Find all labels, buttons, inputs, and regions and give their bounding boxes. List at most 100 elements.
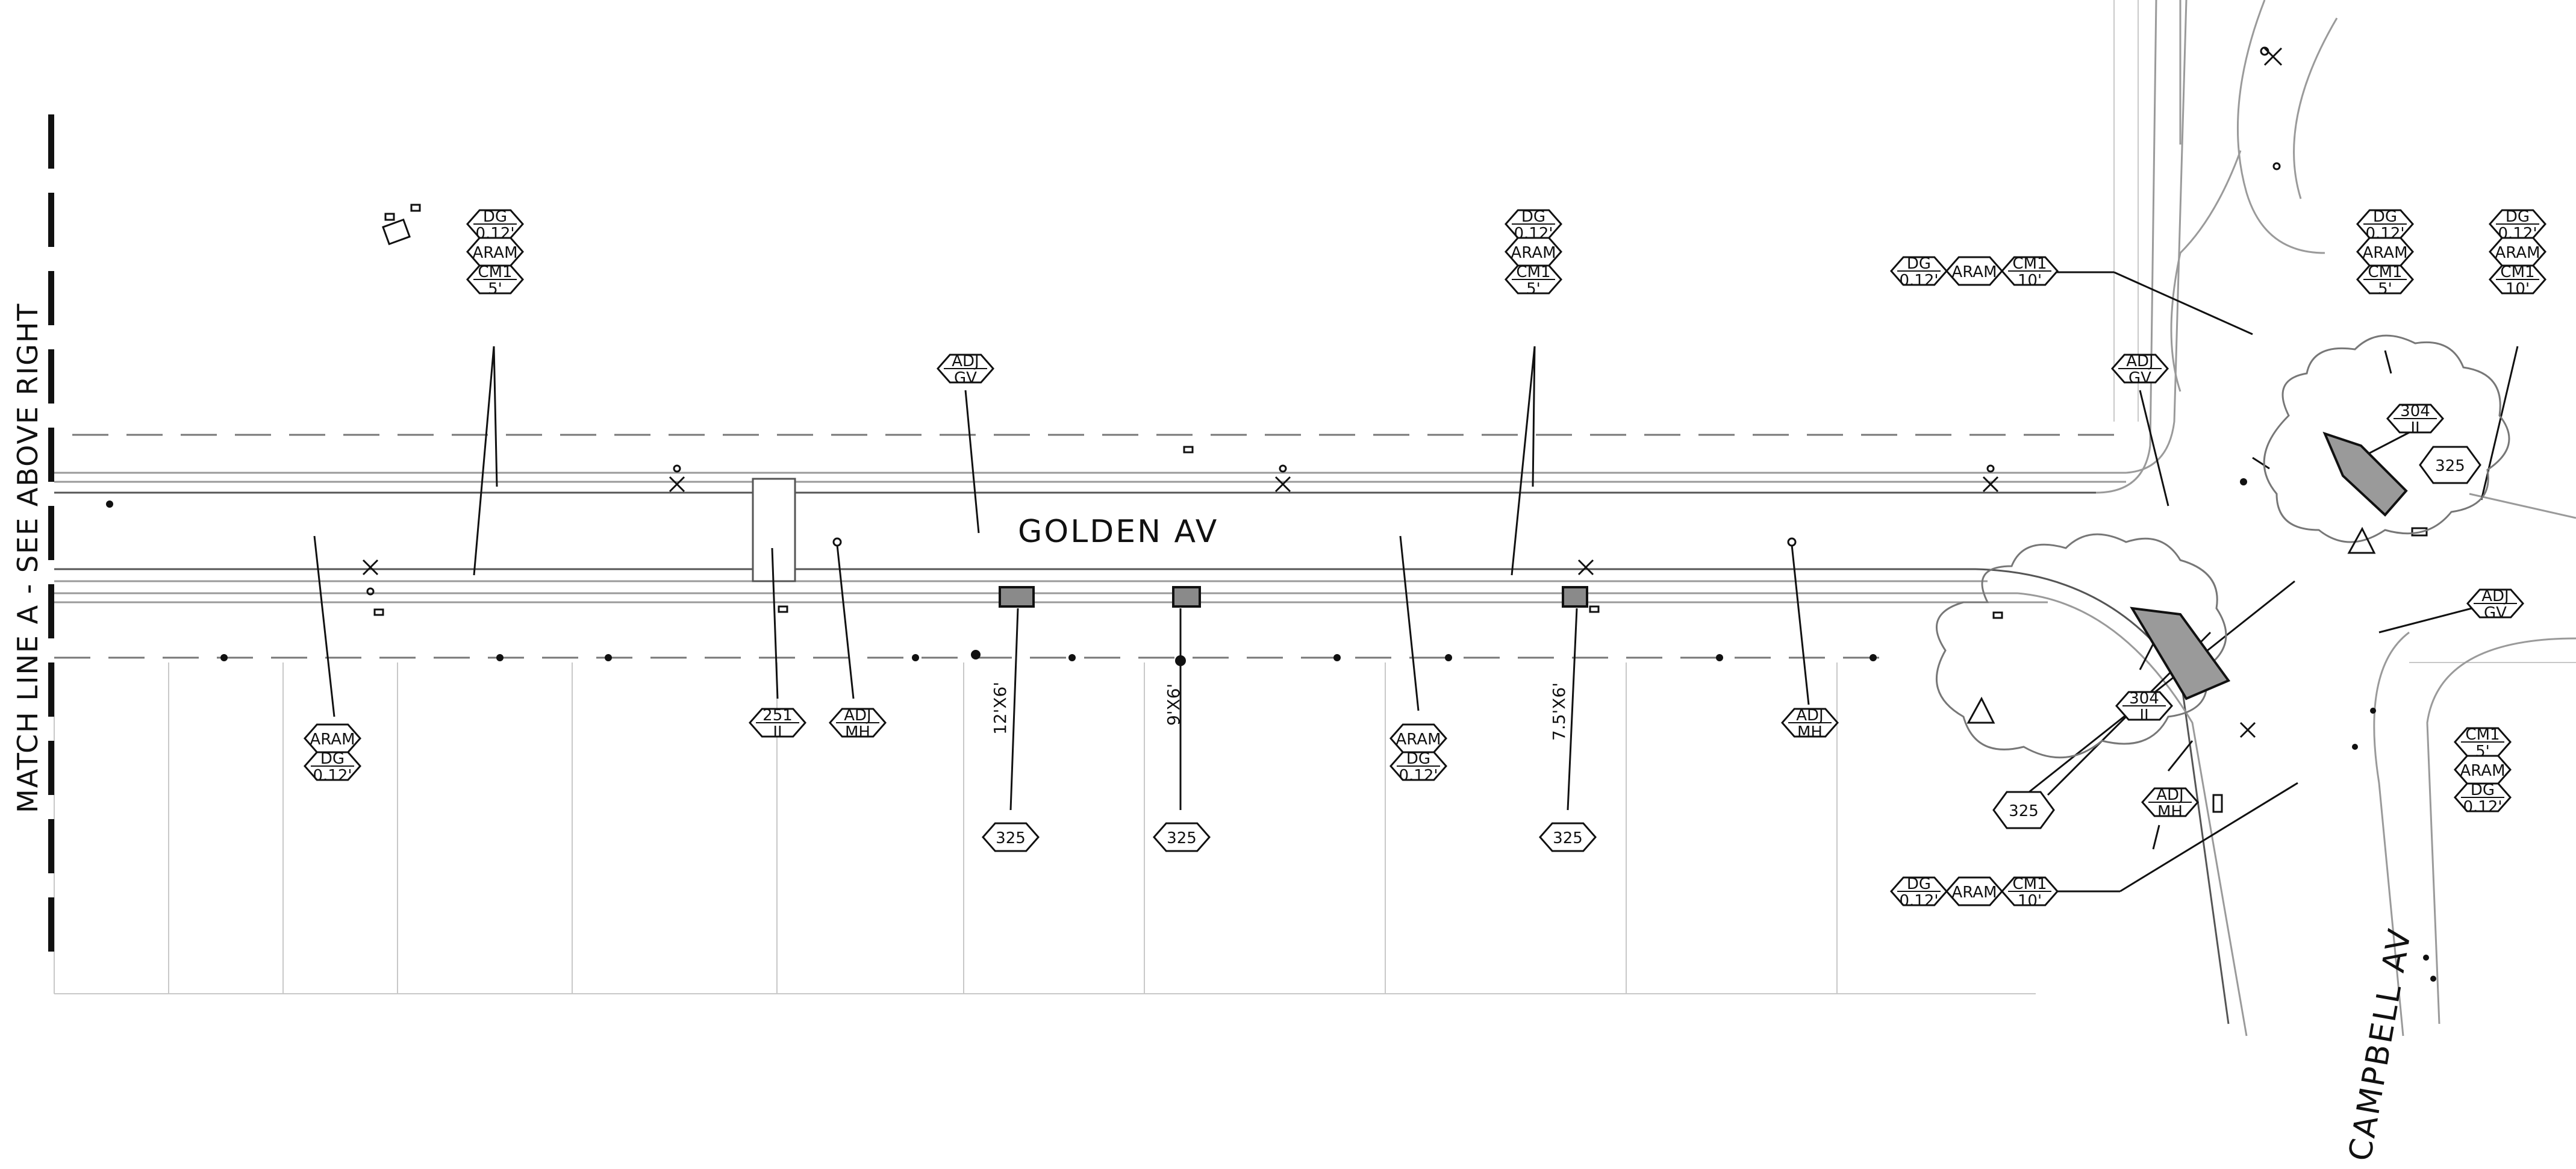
leader-lines bbox=[313, 271, 2519, 893]
detail-325-tag: 325 bbox=[982, 822, 1040, 852]
tag-text: 10' bbox=[2018, 892, 2042, 910]
tag-text: ARAM bbox=[1511, 244, 1556, 262]
inlet-box bbox=[1562, 586, 1588, 608]
tag-text: ADJ bbox=[2156, 786, 2183, 804]
tag-text: MH bbox=[1797, 723, 1823, 741]
tag-text: GV bbox=[2484, 604, 2507, 622]
street-label-golden: GOLDEN AV bbox=[1018, 514, 1218, 550]
tag-stack-aram-dg: DG0.12' bbox=[304, 750, 361, 785]
tag-stack-dg-aram-cm10: DG0.12' bbox=[2489, 208, 2546, 243]
tag-text: ARAM bbox=[1951, 884, 1997, 902]
tag-stack-dg-aram-cm1: ARAM bbox=[1505, 237, 1562, 267]
tag-text: ARAM bbox=[1396, 731, 1441, 749]
tag-text: CM1 bbox=[2500, 263, 2534, 281]
tag-row-dg-aram-cm1: DG0.12' bbox=[1890, 255, 1948, 290]
tag-text: 325 bbox=[2435, 457, 2465, 475]
tag-text: DG bbox=[2506, 208, 2530, 226]
tag-text: CM1 bbox=[2012, 875, 2047, 893]
tag-text: II bbox=[773, 723, 782, 741]
tag-stack-aram-dg: ARAM bbox=[304, 723, 361, 753]
tag-text: 0.12' bbox=[1899, 272, 1938, 290]
tag-text: CM1 bbox=[2465, 726, 2500, 744]
match-line: MATCH LINE A - SEE ABOVE RIGHT bbox=[11, 114, 54, 952]
tag-text: DG bbox=[1521, 208, 1545, 226]
utility-symbols bbox=[362, 46, 2428, 850]
tag-text: DG bbox=[1907, 875, 1931, 893]
tag-stack-cm1-aram-dg: DG0.12' bbox=[2454, 781, 2512, 816]
inlet-dimension: 12'X6' bbox=[990, 682, 1010, 735]
tag-text: GV bbox=[2128, 369, 2151, 387]
tag-text: 304 bbox=[2129, 690, 2159, 708]
tag-text: 251 bbox=[763, 706, 793, 725]
tag-text: ADJ bbox=[1796, 706, 1823, 725]
tag-row-dg-aram-cm1: ARAM bbox=[1945, 876, 2003, 906]
tag-stack-dg-aram-cm1: DG0.12' bbox=[466, 208, 524, 243]
tag-text: 325 bbox=[1553, 829, 1583, 847]
tag-text: CM1 bbox=[1516, 263, 1550, 281]
tag-text: II bbox=[2139, 706, 2148, 725]
tag-text: 325 bbox=[2009, 802, 2039, 820]
tag-text: ADJ bbox=[2126, 352, 2153, 370]
tag-stack-dg-aram-cm1: ARAM bbox=[466, 237, 524, 267]
tag-text: DG bbox=[1406, 750, 1430, 768]
tag-text: DG bbox=[1907, 255, 1931, 273]
tag-stack-cm1-aram-dg: ARAM bbox=[2454, 755, 2512, 785]
tag-text: ARAM bbox=[1951, 263, 1997, 281]
tag-text: 0.12' bbox=[1899, 892, 1938, 910]
tag-text: 0.12' bbox=[1399, 767, 1438, 785]
tag-text: CM1 bbox=[2368, 263, 2402, 281]
tag-text: DG bbox=[320, 750, 345, 768]
inlet-box bbox=[999, 586, 1035, 608]
tag-text: MH bbox=[2157, 803, 2183, 821]
tag-text: 5' bbox=[488, 280, 502, 298]
tag-text: ADJ bbox=[844, 706, 871, 725]
inlet-box bbox=[1172, 586, 1201, 608]
lamp-symbols bbox=[106, 478, 2436, 982]
campbell-av-roadway bbox=[1975, 0, 2576, 1037]
tag-text: ARAM bbox=[2362, 244, 2407, 262]
tag-text: 325 bbox=[1167, 829, 1197, 847]
inlet-dimension: 7.5'X6' bbox=[1549, 682, 1569, 741]
tag-text: DG bbox=[2373, 208, 2397, 226]
tag-text: 0.12' bbox=[313, 767, 352, 785]
tag-text: 304 bbox=[2400, 402, 2430, 420]
tag-text: ARAM bbox=[2495, 244, 2540, 262]
tag-text: CM1 bbox=[2012, 255, 2047, 273]
match-line-label: MATCH LINE A - SEE ABOVE RIGHT bbox=[11, 302, 44, 813]
tag-stack-dg-aram-cm10: ARAM bbox=[2489, 237, 2546, 267]
tag-text: ADJ bbox=[952, 352, 979, 370]
tag-text: ARAM bbox=[310, 731, 355, 749]
tag-stack-dg-aram-cm1: ARAM bbox=[2356, 237, 2414, 267]
tag-text: ARAM bbox=[472, 244, 517, 262]
tag-text: 5' bbox=[2378, 280, 2392, 298]
tag-row-dg-aram-cm1: DG0.12' bbox=[1890, 875, 1948, 910]
tag-text: ADJ bbox=[2481, 587, 2509, 605]
revision-325-tag: 325 bbox=[1992, 791, 2055, 829]
tag-layer: DG0.12'ARAMCM15'DG0.12'ARAMCM15'DG0.12'A… bbox=[304, 208, 2546, 910]
tag-text: CM1 bbox=[478, 263, 512, 281]
tag-text: 5' bbox=[1526, 280, 1541, 298]
tag-stack-aram-dg: ARAM bbox=[1389, 723, 1447, 753]
tag-text: 0.12' bbox=[2463, 798, 2502, 816]
tag-text: II bbox=[2410, 419, 2419, 437]
revision-cloud bbox=[1936, 334, 2510, 759]
revision-325-tag: 325 bbox=[2419, 446, 2481, 484]
tag-row-dg-aram-cm1: ARAM bbox=[1945, 256, 2003, 286]
detail-325-tag: 325 bbox=[1539, 822, 1597, 852]
